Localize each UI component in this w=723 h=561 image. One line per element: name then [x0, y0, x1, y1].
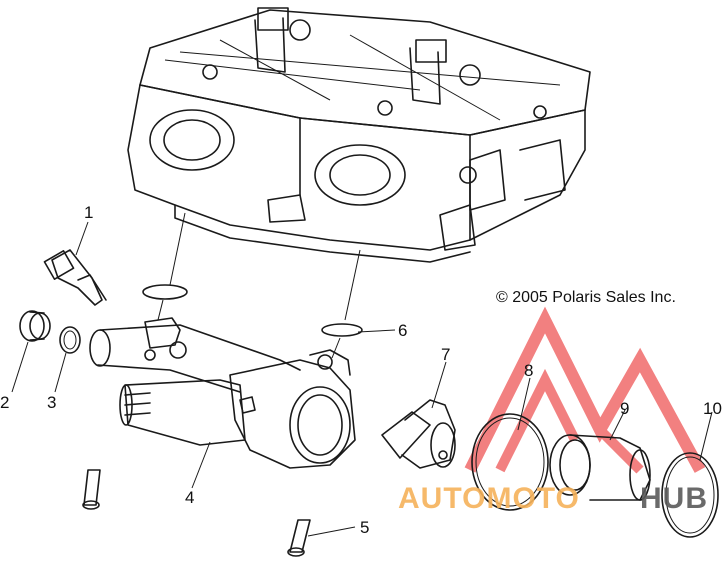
bolt-left: [82, 469, 101, 510]
watermark-text-hub: HUB: [640, 482, 708, 515]
callout-8: 8: [524, 361, 533, 380]
thermostat-housing: [89, 317, 356, 469]
bolt-5: [287, 519, 311, 557]
plug-2: [19, 310, 51, 342]
callout-6: 6: [398, 321, 407, 340]
callout-2: 2: [0, 393, 9, 412]
watermark-text: AUTOMOTO HUB: [398, 482, 708, 515]
temperature-sensor: [43, 249, 107, 306]
leader-lines: [11, 221, 713, 537]
watermark-text-automoto: AUTOMOTO: [398, 482, 580, 515]
callout-7: 7: [441, 345, 450, 364]
callout-10: 10: [703, 399, 722, 418]
callout-1: 1: [84, 203, 93, 222]
gasket-8: [471, 413, 549, 511]
callout-3: 3: [47, 393, 56, 412]
clamp-10: [661, 452, 719, 538]
o-ring-6: [321, 323, 363, 337]
o-ring-3: [59, 326, 81, 354]
guide-lines: [157, 212, 361, 359]
callout-9: 9: [620, 399, 629, 418]
callout-5: 5: [360, 518, 369, 537]
o-ring-upper-left: [142, 284, 188, 300]
copyright-text: © 2005 Polaris Sales Inc.: [496, 289, 676, 306]
cylinder-head: [127, 7, 591, 263]
thermostat-7: [381, 399, 456, 469]
callout-4: 4: [185, 488, 194, 507]
